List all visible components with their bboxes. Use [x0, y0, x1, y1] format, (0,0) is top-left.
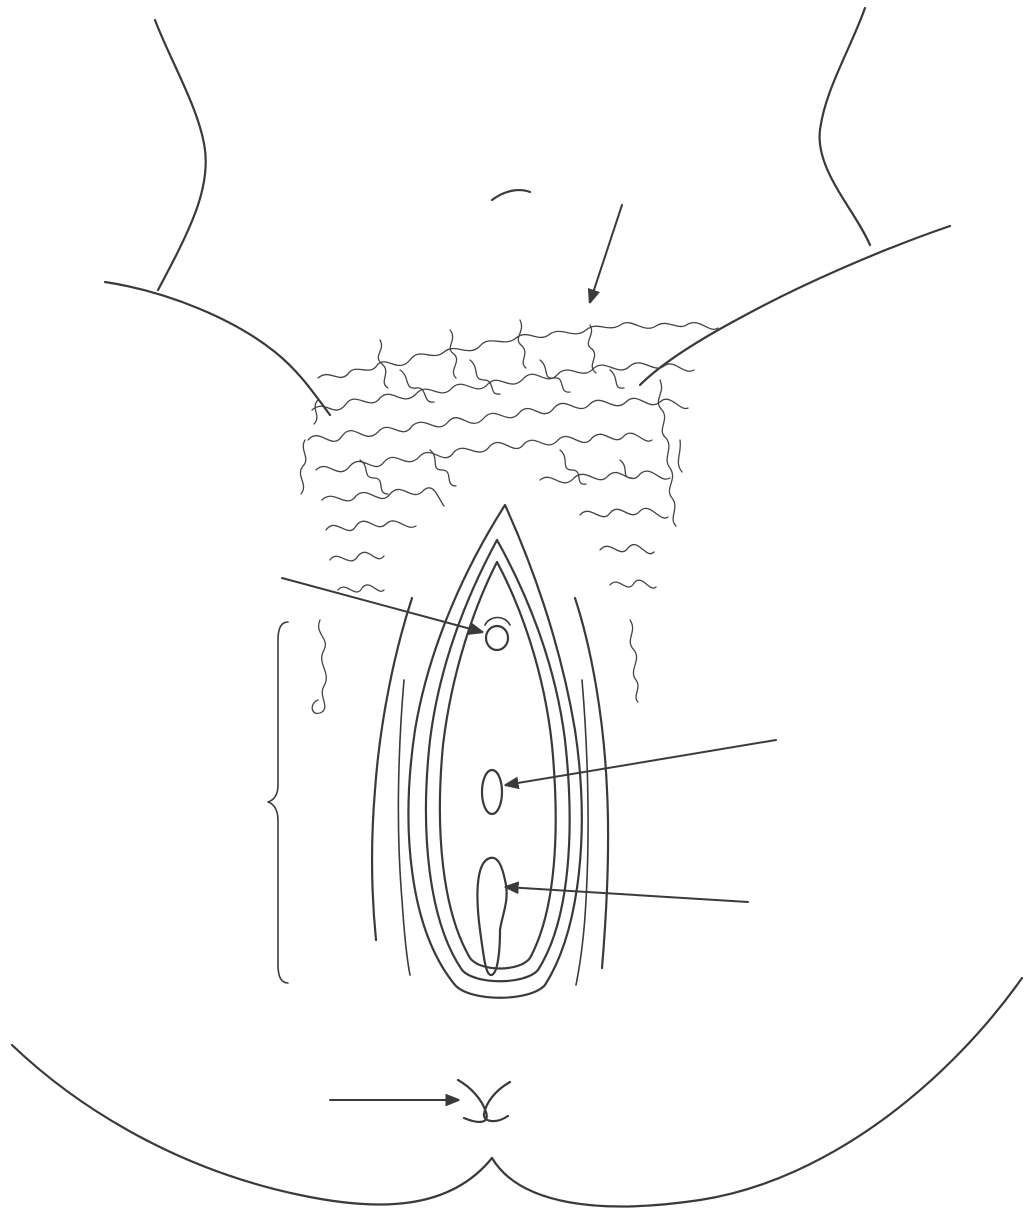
navel: [492, 190, 530, 200]
left-labium-majus: [372, 598, 412, 940]
arrow-urethral-opening: [506, 740, 776, 785]
clitoris: [486, 626, 508, 650]
vaginal-opening: [477, 858, 506, 975]
right-thigh-fold: [640, 226, 950, 385]
arrow-mons-pubis: [590, 205, 622, 302]
arrow-vaginal-opening: [506, 887, 748, 902]
torso-left-contour: [155, 20, 206, 290]
vulva-bracket: [268, 622, 288, 983]
left-thigh-fold: [105, 282, 330, 415]
urethral-opening: [482, 770, 502, 814]
labium-middle-almond: [426, 540, 570, 981]
labium-inner-almond: [440, 562, 556, 969]
labium-outer-almond: [408, 505, 581, 998]
left-buttock-contour: [12, 1045, 492, 1205]
right-buttock-contour: [492, 978, 1022, 1206]
torso-right-contour: [820, 8, 870, 245]
anus: [458, 1080, 510, 1122]
clitoris-hood: [485, 618, 510, 626]
